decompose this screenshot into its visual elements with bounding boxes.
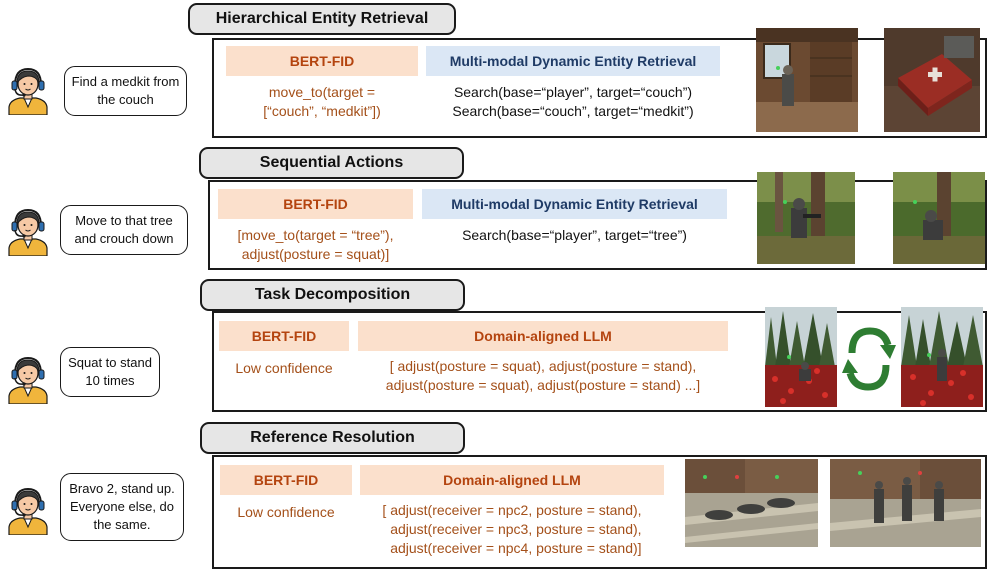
game-screenshot-forest-approach: [757, 172, 855, 264]
game-screenshot-cabin: [756, 28, 858, 132]
headset-operator-icon: [6, 208, 50, 256]
retrieval-output: Search(base=“player”, target=“couch”) Se…: [452, 84, 694, 119]
bert-fid-output: Low confidence: [237, 504, 335, 520]
cycle-arrows-icon: [842, 327, 896, 391]
bert-fid-output: [move_to(target = “tree”), adjust(postur…: [237, 227, 394, 262]
speech-bubble: Move to that tree and crouch down: [60, 205, 188, 255]
headset-operator-icon: [6, 67, 50, 115]
game-screenshot-npcs-standing: [830, 459, 981, 547]
llm-header: Domain-aligned LLM: [360, 465, 664, 495]
bert-fid-header: BERT-FID: [220, 465, 352, 495]
panel-title: Hierarchical Entity Retrieval: [188, 3, 456, 35]
bert-fid-header: BERT-FID: [226, 46, 418, 76]
panel-title: Task Decomposition: [200, 279, 465, 311]
llm-header: Domain-aligned LLM: [358, 321, 728, 351]
retrieval-header: Multi-modal Dynamic Entity Retrieval: [426, 46, 720, 76]
headset-operator-icon: [6, 356, 50, 404]
panel-title: Reference Resolution: [200, 422, 465, 454]
headset-operator-icon: [6, 487, 50, 535]
game-screenshot-squat: [765, 307, 837, 407]
bert-fid-header: BERT-FID: [219, 321, 349, 351]
retrieval-header: Multi-modal Dynamic Entity Retrieval: [422, 189, 727, 219]
llm-output: [ adjust(receiver = npc2, posture = stan…: [382, 502, 642, 556]
speech-bubble: Find a medkit from the couch: [64, 66, 187, 116]
bert-fid-header: BERT-FID: [218, 189, 413, 219]
retrieval-output: Search(base=“player”, target=“tree”): [462, 227, 687, 243]
bert-fid-output: Low confidence: [235, 360, 333, 376]
speech-bubble: Bravo 2, stand up. Everyone else, do the…: [60, 473, 184, 541]
llm-output: [ adjust(posture = squat), adjust(postur…: [385, 358, 701, 393]
panel-title: Sequential Actions: [199, 147, 464, 179]
game-screenshot-stand: [901, 307, 983, 407]
game-screenshot-npcs-prone: [685, 459, 818, 547]
speech-bubble: Squat to stand 10 times: [60, 347, 160, 397]
game-screenshot-medkit: [884, 28, 980, 132]
game-screenshot-crouch: [893, 172, 985, 264]
bert-fid-output: move_to(target = [“couch”, “medkit”]): [263, 84, 381, 119]
